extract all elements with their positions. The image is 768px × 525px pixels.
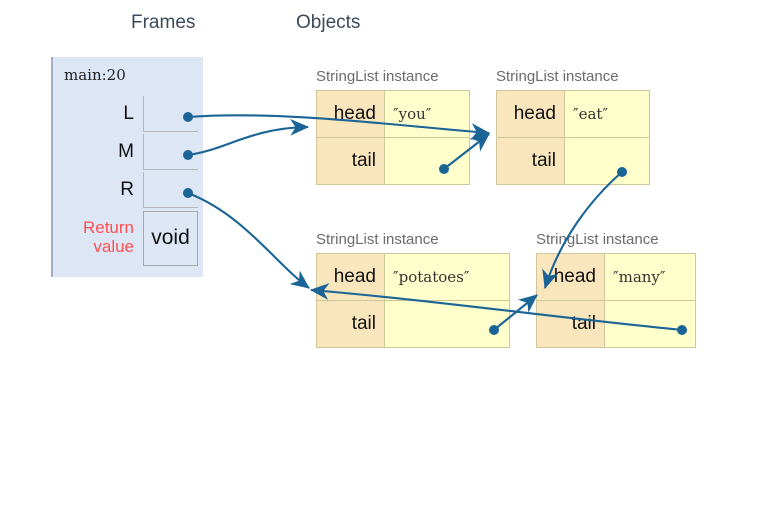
object-field-row-tail: tail: [316, 300, 510, 348]
object-field-name-head: head: [496, 90, 565, 138]
object-field-row-head: head ″potatoes″: [316, 253, 510, 301]
object-label: StringList instance: [536, 231, 659, 248]
object-fields-table: head ″you″ tail: [316, 90, 470, 185]
frame-variable-row-M: M: [53, 133, 205, 171]
object-stringlist-you: StringList instance head ″you″ tail: [316, 68, 470, 185]
object-field-value-tail[interactable]: [604, 300, 696, 348]
frame-title: main:20: [64, 66, 126, 84]
object-field-name-tail: tail: [496, 137, 565, 185]
frame-variable-name-R: R: [120, 179, 134, 201]
objects-column-heading: Objects: [296, 12, 361, 33]
object-field-name-head: head: [316, 90, 385, 138]
object-label: StringList instance: [316, 68, 439, 85]
object-field-row-tail: tail: [536, 300, 696, 348]
object-field-value-head[interactable]: ″potatoes″: [384, 253, 510, 301]
stack-frame-main: main:20 L M R Return value void: [51, 57, 203, 277]
object-field-name-head: head: [316, 253, 385, 301]
frame-variable-row-L: L: [53, 95, 205, 133]
frame-variable-name-L: L: [123, 103, 134, 125]
object-label: StringList instance: [496, 68, 619, 85]
return-label-line-2: value: [93, 237, 134, 256]
object-fields-table: head ″many″ tail: [536, 253, 696, 348]
object-field-row-tail: tail: [496, 137, 650, 185]
object-field-name-tail: tail: [316, 300, 385, 348]
frame-return-value-slot[interactable]: void: [143, 210, 198, 266]
frame-variable-slot-L[interactable]: [143, 96, 198, 132]
object-field-value-head[interactable]: ″you″: [384, 90, 470, 138]
object-stringlist-many: StringList instance head ″many″ tail: [536, 231, 696, 348]
object-field-value-tail[interactable]: [564, 137, 650, 185]
frame-variable-slot-R[interactable]: [143, 172, 198, 208]
object-field-value-tail[interactable]: [384, 300, 510, 348]
object-stringlist-potatoes: StringList instance head ″potatoes″ tail: [316, 231, 510, 348]
object-field-value-head[interactable]: ″many″: [604, 253, 696, 301]
frames-column-heading: Frames: [131, 12, 196, 33]
object-fields-table: head ″potatoes″ tail: [316, 253, 510, 348]
object-field-row-tail: tail: [316, 137, 470, 185]
frame-variable-row-R: R: [53, 171, 205, 209]
object-label: StringList instance: [316, 231, 439, 248]
object-field-value-head[interactable]: ″eat″: [564, 90, 650, 138]
object-field-name-tail: tail: [536, 300, 605, 348]
return-label-line-1: Return: [82, 218, 134, 238]
object-field-row-head: head ″many″: [536, 253, 696, 301]
frame-variable-slot-M[interactable]: [143, 134, 198, 170]
object-field-row-head: head ″you″: [316, 90, 470, 138]
frame-return-value-label: Return value: [53, 218, 143, 256]
frame-return-value-row: Return value void: [53, 209, 205, 267]
object-field-row-head: head ″eat″: [496, 90, 650, 138]
object-field-name-tail: tail: [316, 137, 385, 185]
object-field-name-head: head: [536, 253, 605, 301]
object-fields-table: head ″eat″ tail: [496, 90, 650, 185]
object-field-value-tail[interactable]: [384, 137, 470, 185]
object-stringlist-eat: StringList instance head ″eat″ tail: [496, 68, 650, 185]
frame-variable-name-M: M: [118, 141, 134, 163]
